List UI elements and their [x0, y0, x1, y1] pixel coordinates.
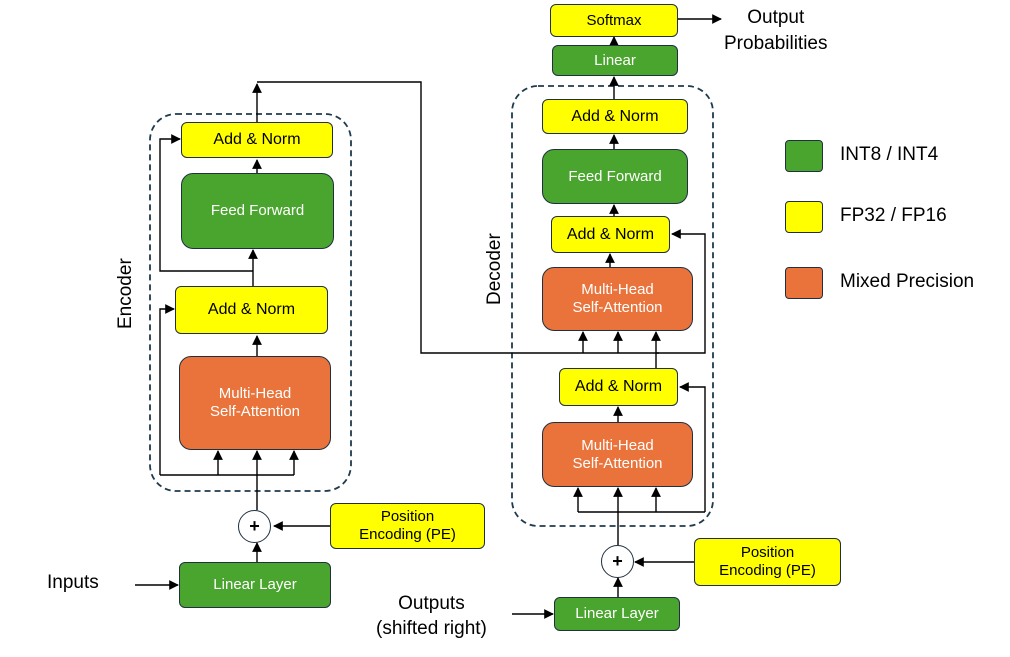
- encoder-feed-forward: Feed Forward: [181, 173, 334, 249]
- legend-swatch-mixed: [785, 267, 823, 299]
- decoder-container: [511, 85, 714, 527]
- legend-label-fp: FP32 / FP16: [840, 205, 947, 226]
- encoder-input-label: Inputs: [47, 572, 99, 593]
- decoder-plus-icon: +: [601, 545, 634, 578]
- encoder-position-encoding: Position Encoding (PE): [330, 503, 485, 549]
- encoder-plus-icon: +: [238, 510, 271, 543]
- decoder-add-norm-mid: Add & Norm: [551, 216, 670, 253]
- decoder-output-label: Output Probabilities: [724, 7, 828, 54]
- decoder-feed-forward: Feed Forward: [542, 149, 688, 204]
- encoder-container: [149, 113, 352, 492]
- decoder-softmax: Softmax: [550, 4, 678, 37]
- decoder-position-encoding: Position Encoding (PE): [694, 538, 841, 586]
- encoder-title: Encoder: [115, 258, 136, 329]
- decoder-add-norm-bottom: Add & Norm: [559, 368, 678, 406]
- encoder-attention: Multi-Head Self-Attention: [179, 356, 331, 450]
- decoder-self-attention: Multi-Head Self-Attention: [542, 422, 693, 487]
- encoder-linear-layer: Linear Layer: [179, 562, 331, 608]
- decoder-title: Decoder: [484, 233, 505, 305]
- legend-swatch-int: [785, 140, 823, 172]
- decoder-add-norm-top: Add & Norm: [542, 99, 688, 134]
- decoder-linear-layer: Linear Layer: [554, 597, 680, 631]
- decoder-input-label: Outputs (shifted right): [376, 593, 487, 639]
- decoder-linear: Linear: [552, 45, 678, 76]
- legend-label-mixed: Mixed Precision: [840, 271, 975, 292]
- encoder-add-norm-bottom: Add & Norm: [175, 286, 328, 334]
- encoder-add-norm-top: Add & Norm: [181, 122, 333, 158]
- decoder-cross-attention: Multi-Head Self-Attention: [542, 267, 693, 331]
- legend-swatch-fp: [785, 201, 823, 233]
- legend-label-int: INT8 / INT4: [840, 144, 939, 165]
